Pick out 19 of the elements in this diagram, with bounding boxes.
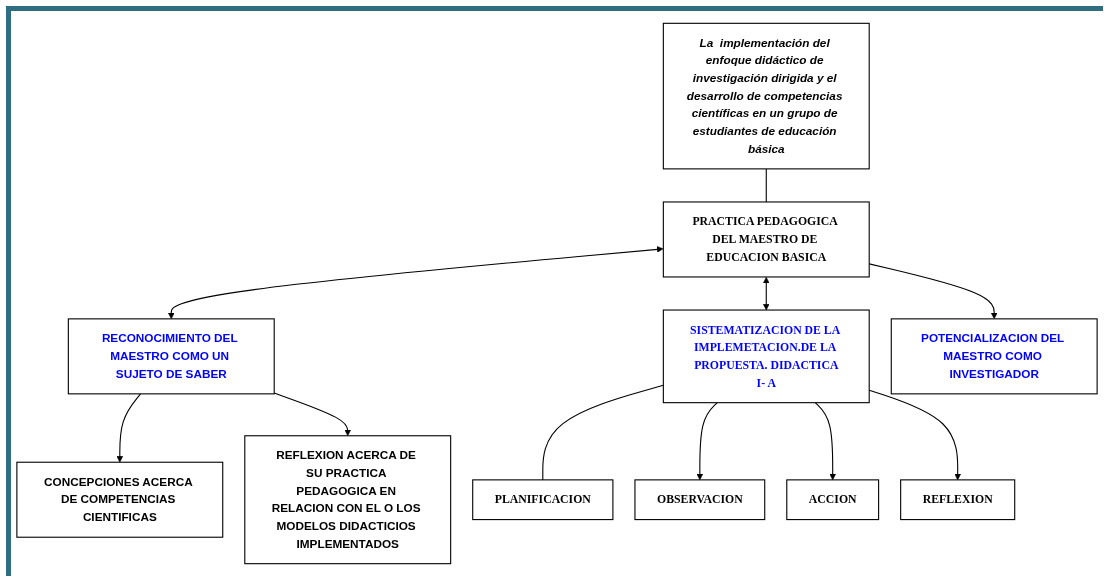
node-box: PLANIFICACION xyxy=(472,479,614,521)
arrow xyxy=(168,246,664,320)
node-box: PRACTICA PEDAGOGICA DEL MAESTRO DE EDUCACION BASICA xyxy=(662,201,870,278)
node-box: POTENCIALIZACION DEL MAESTRO COMO INVESTIGADOR xyxy=(890,318,1098,395)
node-box: SISTEMATIZACION DE LA IMPLEMETACION.DE LA PROPUESTA. DIDACTICA I- A xyxy=(662,309,870,404)
arrow xyxy=(273,392,351,437)
arrow xyxy=(696,402,718,481)
node-box: OBSERVACION xyxy=(634,479,766,521)
arrow xyxy=(763,276,770,311)
node-box: ACCION xyxy=(786,479,880,521)
node-box: RECONOCIMIENTO DEL MAESTRO COMO UN SUJETO DE SABER xyxy=(67,318,275,395)
arrow xyxy=(814,402,836,481)
node-box: REFLEXION xyxy=(900,479,1016,521)
node-box: CONCEPCIONES ACERCA DE COMPETENCIAS CIENTIFICAS xyxy=(16,461,224,538)
arrow xyxy=(116,393,142,463)
node-box: REFLEXION ACERCA DE SU PRACTICA PEDAGOGICA EN RELACION CON EL O LOS MODELOS DIDACTICIOS IMPLEMENTADOS xyxy=(244,435,452,565)
node-box: La implementación del enfoque didáctico de investigación dirigida y el desarrollo de competencias científicas en un grupo de estudiantes de educación básica xyxy=(662,22,870,170)
connector xyxy=(765,168,767,203)
connector xyxy=(542,384,664,481)
